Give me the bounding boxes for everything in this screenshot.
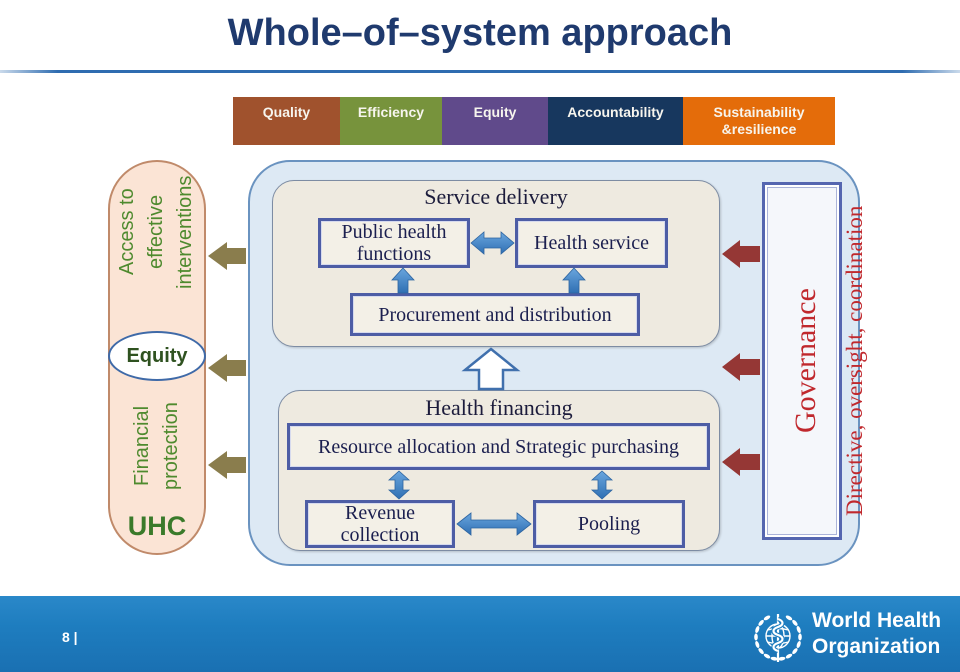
outcome-access-label: Access to effective interventions <box>116 175 196 289</box>
goal-equity: Equity <box>442 97 548 145</box>
goal-sustainability-resilience: Sustainability &resilience <box>683 97 835 145</box>
resource-allocation-box: Resource allocation and Strategic purcha… <box>287 423 710 470</box>
goal-efficiency: Efficiency <box>340 97 442 145</box>
arrow-to-access <box>208 242 246 270</box>
uhc-label: UHC <box>127 511 187 541</box>
governance-label-group: Governance Directive, oversight, coordin… <box>771 191 867 531</box>
governance-title: Governance <box>789 288 822 434</box>
outcome-financial-protection-label: Financial protection <box>131 402 182 490</box>
procurement-distribution-box: Procurement and distribution <box>350 293 640 336</box>
who-emblem-icon <box>754 614 802 662</box>
service-delivery-title: Service delivery <box>424 184 568 209</box>
outcome-equity-badge: Equity <box>108 331 206 381</box>
governance-box <box>762 182 842 540</box>
pooling-box: Pooling <box>533 500 685 548</box>
arrow-to-equity <box>208 354 246 382</box>
slide-title: Whole–of–system approach <box>227 12 733 54</box>
health-financing-title: Health financing <box>425 395 573 420</box>
system-goals-bar: Quality Efficiency Equity Accountability… <box>233 97 835 145</box>
revenue-collection-box: Revenue collection <box>305 500 455 548</box>
public-health-functions-box: Public health functions <box>318 218 470 268</box>
health-service-box: Health service <box>515 218 668 268</box>
arrow-to-financial-protection <box>208 451 246 479</box>
governance-subtitle: Directive, oversight, coordination <box>842 205 867 517</box>
organization-name-line2: Organization <box>812 635 941 658</box>
organization-name-line1: World Health <box>812 609 942 632</box>
page-number: 8 | <box>62 629 78 645</box>
organization-name: World Health Organization <box>812 608 952 660</box>
goal-quality: Quality <box>233 97 340 145</box>
title-divider <box>0 70 960 73</box>
goal-accountability: Accountability <box>548 97 683 145</box>
